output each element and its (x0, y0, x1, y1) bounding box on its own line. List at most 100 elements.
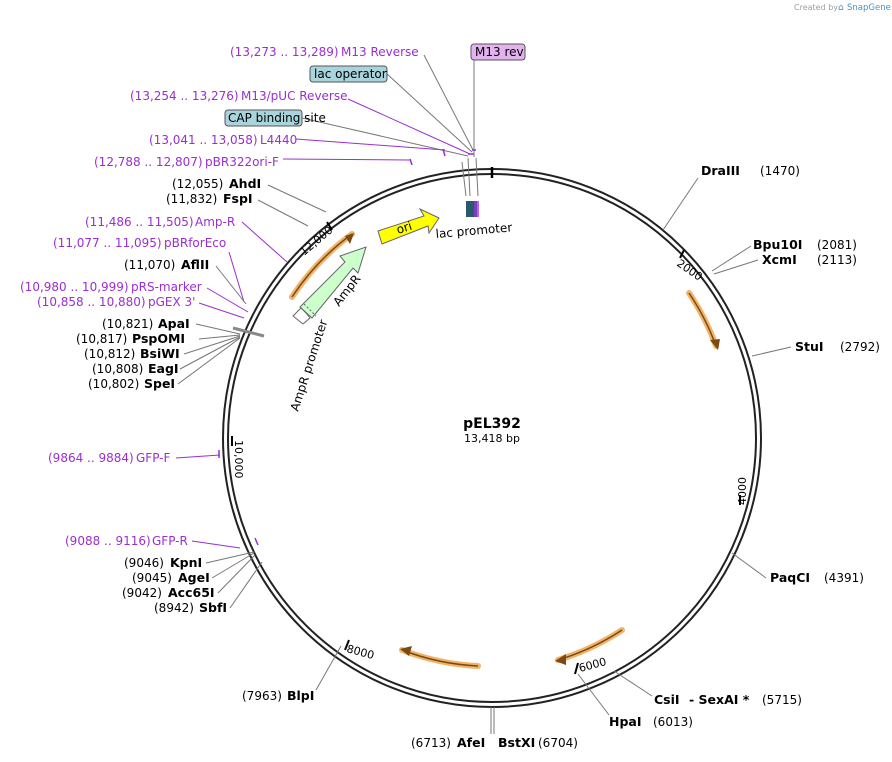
lac-operator-badge[interactable] (309, 65, 388, 83)
left-cluster-leaders (177, 323, 241, 385)
leader-amp-r (241, 221, 288, 263)
credit-text: Created by (794, 3, 838, 12)
primer-name-m13puc-reverse[interactable]: M13/pUC Reverse (241, 89, 348, 103)
primer-mark-l4440 (442, 148, 446, 157)
enzyme-pos-draiii: (1470) (760, 164, 800, 178)
left-cluster-site-mark (232, 326, 265, 338)
inner-line-2 (467, 157, 471, 197)
enzyme-name-fspi[interactable]: FspI (223, 191, 253, 206)
enzyme-name-sbfi[interactable]: SbfI (199, 600, 227, 615)
enzyme-name-ahdi[interactable]: AhdI (229, 176, 261, 191)
primer-name-l4440[interactable]: L4440 (260, 133, 297, 147)
tick-marks (231, 221, 741, 675)
tick-label-2000: 2000 (674, 257, 704, 284)
leader-bpu10i (711, 245, 752, 272)
inner-vertical-lines (461, 157, 479, 197)
leader-acc65i (217, 554, 256, 594)
enzyme-name-agei[interactable]: AgeI (178, 570, 210, 585)
tick-mark-6000 (574, 662, 579, 675)
enzyme-name-spei[interactable]: SpeI (144, 376, 175, 391)
orf-arc-3-head-icon (400, 646, 412, 656)
enzyme-name-apai[interactable]: ApaI (158, 316, 190, 331)
enzyme-name-kpni[interactable]: KpnI (170, 555, 202, 570)
lower-left-leaders (205, 551, 263, 609)
m13-rev-box (477, 201, 479, 217)
leader-blpi (315, 645, 342, 691)
primer-name-prs-marker[interactable]: pRS-marker (131, 280, 202, 294)
enzyme-name-hpai[interactable]: HpaI (609, 714, 642, 729)
leader-kpni (205, 551, 255, 564)
m13-rev-badge[interactable] (470, 43, 526, 61)
leader-pbr322ori (282, 158, 411, 161)
primer-range-m13-reverse: (13,273 .. 13,289) (230, 45, 339, 59)
primer-name-m13-reverse[interactable]: M13 Reverse (341, 45, 419, 59)
enzyme-name-bpu10i[interactable]: Bpu10I (753, 237, 802, 252)
enzyme-name-bstxi[interactable]: BstXI (498, 735, 535, 750)
primer-name-gfp-f[interactable]: GFP-F (136, 451, 171, 465)
primer-mark-pbr322 (409, 158, 413, 166)
enzyme-name-stui[interactable]: StuI (795, 339, 824, 354)
enzyme-name-paqci[interactable]: PaqCI (770, 570, 810, 585)
primer-range-amp-r: (11,486 .. 11,505) (85, 215, 194, 229)
enzyme-name-bsiwi[interactable]: BsiWI (140, 346, 180, 361)
primer-name-amp-r[interactable]: Amp-R (195, 215, 235, 229)
snapgene-logo-icon: ⌂ (838, 3, 844, 13)
ampr-promoter-arrow[interactable] (292, 307, 311, 325)
enzyme-name-pspomi[interactable]: PspOMI (132, 331, 185, 346)
enzyme-pos-agei: (9045) (132, 571, 172, 585)
primer-range-pbrforeco: (11,077 .. 11,095) (53, 236, 162, 250)
lac-operator-box (474, 201, 477, 217)
leader-m13-reverse (423, 54, 474, 151)
primer-range-gfp-r: (9088 .. 9116) (65, 534, 151, 548)
leader-agei (211, 552, 255, 579)
enzyme-name-aflii[interactable]: AflII (181, 257, 209, 272)
leader-draiii (662, 177, 699, 231)
leader-prs-marker (206, 287, 249, 313)
lac-promoter-box[interactable] (466, 201, 474, 217)
leader-m13puc-reverse (347, 98, 471, 155)
enzyme-pos-sexai: (5715) (762, 693, 802, 707)
primer-range-prs-marker: (10,980 .. 10,999) (20, 280, 129, 294)
enzyme-pos-bstxi: (6704) (538, 736, 578, 750)
m13-rev-badge-label: M13 rev (475, 45, 524, 59)
leader-ahdi (267, 184, 327, 213)
orf-arc-2 (555, 627, 625, 663)
tick-label-8000: 8000 (345, 642, 375, 662)
primer-name-pgex3[interactable]: pGEX 3' (148, 295, 195, 309)
enzyme-name-eagi[interactable]: EagI (148, 361, 179, 376)
enzyme-pos-pspomi: (10,817) (76, 332, 127, 346)
leader-pspomi (198, 334, 241, 340)
leader-hpai (577, 673, 610, 716)
primer-name-gfp-r[interactable]: GFP-R (152, 534, 188, 548)
leader-sbfi (229, 561, 263, 609)
enzyme-pos-bsiwi: (10,812) (84, 347, 135, 361)
lac-operator-badge-label: lac operator (314, 67, 387, 81)
enzyme-pos-kpni: (9046) (124, 556, 164, 570)
primer-name-pbr322ori[interactable]: pBR322ori-F (205, 155, 279, 169)
enzyme-pos-sbfi: (8942) (154, 601, 194, 615)
enzyme-pos-hpai: (6013) (653, 715, 693, 729)
primer-mark-gfp-r (254, 537, 259, 546)
inner-line-3 (475, 157, 479, 197)
leader-csii (613, 670, 653, 697)
enzyme-name-afei[interactable]: AfeI (457, 735, 485, 750)
ori-arrow[interactable] (377, 207, 440, 245)
ampr-arrow[interactable] (299, 246, 367, 319)
leader-paqci (731, 552, 767, 579)
ori-label: ori (395, 219, 414, 237)
enzyme-name-csii[interactable]: CsiI (654, 692, 680, 707)
orf-arc-3 (399, 647, 481, 669)
primer-range-pgex3: (10,858 .. 10,880) (37, 295, 146, 309)
cap-site-badge[interactable] (224, 109, 303, 127)
leader-l4440 (295, 138, 446, 151)
primer-range-pbr322ori: (12,788 .. 12,807) (94, 155, 203, 169)
enzyme-pos-apai: (10,821) (102, 317, 153, 331)
enzyme-name-sexai[interactable]: - SexAI * (689, 692, 750, 707)
enzyme-name-acc65i[interactable]: Acc65I (168, 585, 215, 600)
primer-range-gfp-f: (9864 .. 9884) (48, 451, 134, 465)
enzyme-name-blpi[interactable]: BlpI (287, 688, 314, 703)
enzyme-name-xcmi[interactable]: XcmI (762, 252, 797, 267)
enzyme-name-draiii[interactable]: DraIII (701, 163, 740, 178)
primer-name-pbrforeco[interactable]: pBRforEco (164, 236, 226, 250)
